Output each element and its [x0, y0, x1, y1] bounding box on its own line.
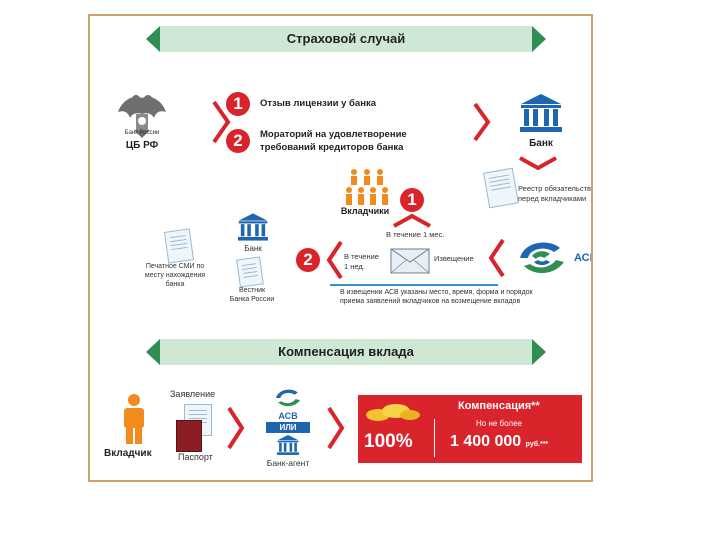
compensation-amount: 1 400 000 руб.*** [450, 433, 548, 451]
asv-logo-icon [272, 386, 304, 410]
seal-text: Банк России [112, 128, 172, 138]
divider [434, 419, 435, 457]
depositor-label: Вкладчик [104, 448, 152, 459]
cbrf-label: ЦБ РФ [112, 140, 172, 151]
asv-logo-icon [514, 236, 570, 280]
banner-left-arrow-icon [146, 339, 160, 365]
compensation-percent: 100% [364, 431, 413, 453]
infographic-frame: Страховой случай Банк России ЦБ РФ 1 Отз… [88, 14, 593, 482]
bank-mid-label: Банк [236, 244, 270, 254]
chevron-right-icon [226, 406, 246, 450]
step-number-2: 2 [226, 129, 250, 153]
passport-icon [176, 420, 202, 452]
bank-building-icon [518, 92, 564, 134]
banner-title: Страховой случай [160, 31, 532, 46]
bank-top-label: Банк [518, 138, 564, 149]
step-2-text: Мораторий на удовлетворение требований к… [260, 128, 407, 154]
application-label: Заявление [170, 389, 215, 399]
step-number-2-notice: 2 [296, 248, 320, 272]
chevron-left-icon [326, 240, 344, 280]
envelope-icon [390, 248, 430, 274]
no-more-label: Но не более [476, 419, 522, 428]
chevron-right-icon [472, 102, 492, 142]
registry-document-icon [483, 168, 519, 209]
header-banner-insurance-case: Страховой случай [160, 26, 532, 52]
within-1-week-text: В течение 1 нед. [344, 252, 379, 272]
depositors-label: Вкладчики [330, 206, 400, 216]
step-1-text: Отзыв лицензии у банка [260, 98, 376, 109]
note-underline [330, 284, 498, 286]
step-number-1: 1 [226, 92, 250, 116]
depositor-person-icon [120, 394, 148, 446]
chevron-down-icon [518, 156, 558, 170]
note-text: В извещении АСВ указаны место, время, фо… [340, 288, 533, 306]
banner-right-arrow-icon [532, 26, 546, 52]
asv-label: АСВ [574, 252, 593, 264]
compensation-title: Компенсация** [458, 400, 540, 412]
banner-right-arrow-icon [532, 339, 546, 365]
press-document-icon [164, 228, 194, 263]
vestnik-document-icon [236, 256, 264, 287]
bank-agent-label: Банк-агент [258, 458, 318, 468]
gold-coins-icon [364, 399, 422, 423]
bank-building-icon [236, 212, 270, 242]
depositors-group-icon [345, 168, 389, 208]
within-1-month-text: В течение 1 мес. [386, 230, 444, 240]
compensation-box: Компенсация** 100% Но не более 1 400 000… [358, 395, 582, 463]
or-badge: ИЛИ [266, 422, 310, 433]
bank-building-icon [272, 434, 304, 456]
notice-label: Извещение [434, 254, 474, 264]
press-text: Печатное СМИ по месту нахождения банка [130, 262, 220, 289]
vestnik-text: Вестник Банка России [216, 286, 288, 304]
passport-label: Паспорт [178, 452, 213, 462]
registry-text: Реестр обязательств перед вкладчиками [518, 184, 591, 204]
banner-title: Компенсация вклада [160, 344, 532, 359]
banner-left-arrow-icon [146, 26, 160, 52]
chevron-left-icon [488, 238, 506, 278]
header-banner-compensation: Компенсация вклада [160, 339, 532, 365]
step-number-1-depositors: 1 [400, 188, 424, 212]
asv-bottom-label: АСВ [272, 411, 304, 421]
chevron-right-icon [326, 406, 346, 450]
chevron-up-icon [392, 214, 432, 228]
